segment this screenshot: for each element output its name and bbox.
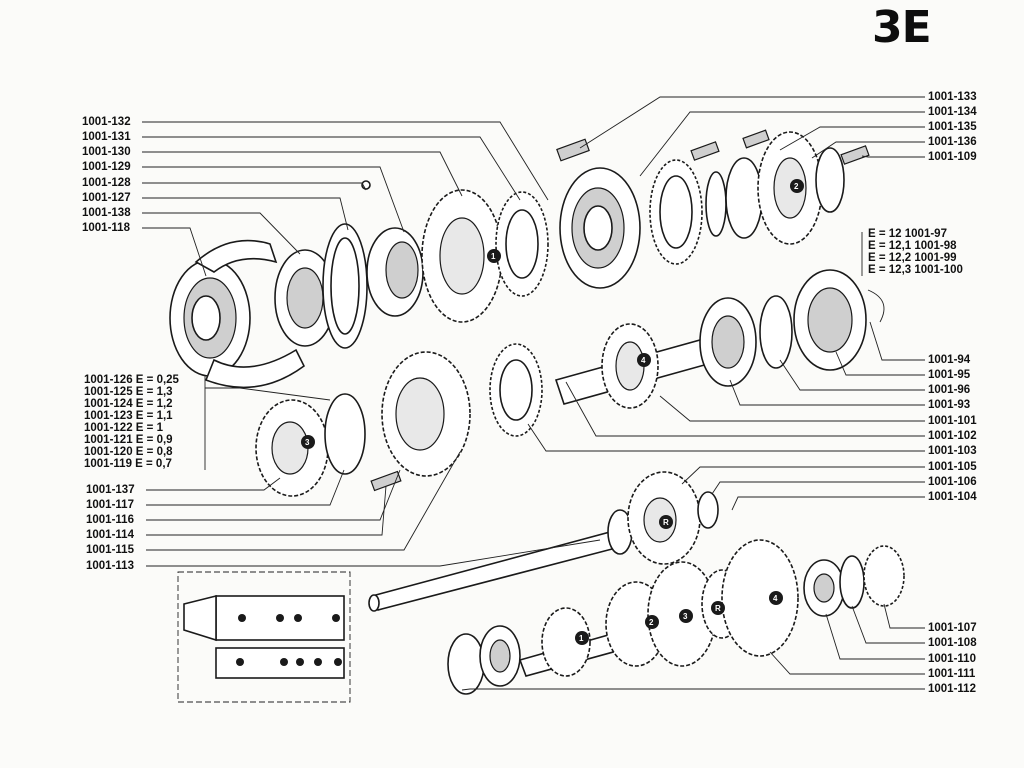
part-label: 1001-106 <box>928 476 977 488</box>
middle-shaft-assembly <box>255 269 885 497</box>
part-label: 1001-135 <box>928 121 977 133</box>
shim-label: E = 12,3 1001-100 <box>868 264 963 276</box>
part-label: 1001-114 <box>86 529 134 541</box>
shim-label: 1001-119 E = 0,7 <box>84 458 172 470</box>
shim-label: E = 12,2 1001-99 <box>868 252 957 264</box>
part-label: 1001-104 <box>928 491 977 503</box>
shim-label: 1001-126 E = 0,25 <box>84 374 179 386</box>
shim-label: 1001-122 E = 1 <box>84 422 163 434</box>
part-label: 1001-113 <box>86 560 134 572</box>
part-label: 1001-127 <box>82 192 131 204</box>
lower-layshaft-assembly <box>447 539 905 695</box>
badge-2-upper: 2 <box>794 182 799 191</box>
part-label: 1001-131 <box>82 131 131 143</box>
part-label: 1001-110 <box>928 653 976 665</box>
part-label: 1001-128 <box>82 177 131 189</box>
part-label: 1001-108 <box>928 637 977 649</box>
leader-lines <box>142 96 925 691</box>
part-label: 1001-111 <box>928 668 976 680</box>
part-label: 1001-137 <box>86 484 135 496</box>
badge-4-middle: 4 <box>641 356 646 365</box>
upper-shaft-assembly <box>169 129 870 389</box>
badge-1-lower: 1 <box>579 634 584 643</box>
badge-1-upper: 1 <box>491 252 496 261</box>
part-label: 1001-129 <box>82 161 131 173</box>
page-title: 3E <box>872 2 932 53</box>
part-label: 1001-117 <box>86 499 134 511</box>
part-label: 1001-102 <box>928 430 977 442</box>
part-label: 1001-116 <box>86 514 134 526</box>
badge-3-middle: 3 <box>305 438 310 447</box>
part-label: 1001-133 <box>928 91 977 103</box>
badge-2-lower: 2 <box>649 618 654 627</box>
badge-r-reverse: R <box>663 518 669 527</box>
part-label: 1001-105 <box>928 461 977 473</box>
part-label: 1001-95 <box>928 369 971 381</box>
shim-label: 1001-120 E = 0,8 <box>84 446 173 458</box>
part-label: 1001-132 <box>82 116 131 128</box>
part-label: 1001-103 <box>928 445 977 457</box>
part-label: 1001-138 <box>82 207 131 219</box>
part-label: 1001-118 <box>82 222 130 234</box>
part-label: 1001-136 <box>928 136 977 148</box>
badge-3-lower: 3 <box>683 612 688 621</box>
shim-label: 1001-125 E = 1,3 <box>84 386 173 398</box>
shim-label: E = 12,1 1001-98 <box>868 240 957 252</box>
gear-badges: 1 2 3 4 R 1 2 3 R 4 <box>301 179 804 645</box>
shim-label: 1001-123 E = 1,1 <box>84 410 173 422</box>
part-label: 1001-134 <box>928 106 977 118</box>
part-label: 1001-107 <box>928 622 977 634</box>
badge-4-lower: 4 <box>773 594 778 603</box>
part-label: 1001-112 <box>928 683 976 695</box>
part-label: 1001-115 <box>86 544 134 556</box>
part-label: 1001-109 <box>928 151 977 163</box>
part-label: 1001-93 <box>928 399 971 411</box>
shim-label: 1001-121 E = 0,9 <box>84 434 173 446</box>
shim-label: E = 12 1001-97 <box>868 228 947 240</box>
assembly-inset-drawing <box>177 571 351 703</box>
badge-r-lower: R <box>715 604 721 613</box>
part-label: 1001-94 <box>928 354 971 366</box>
part-label: 1001-101 <box>928 415 977 427</box>
shim-label: 1001-124 E = 1,2 <box>84 398 173 410</box>
part-label: 1001-130 <box>82 146 131 158</box>
part-label: 1001-96 <box>928 384 971 396</box>
